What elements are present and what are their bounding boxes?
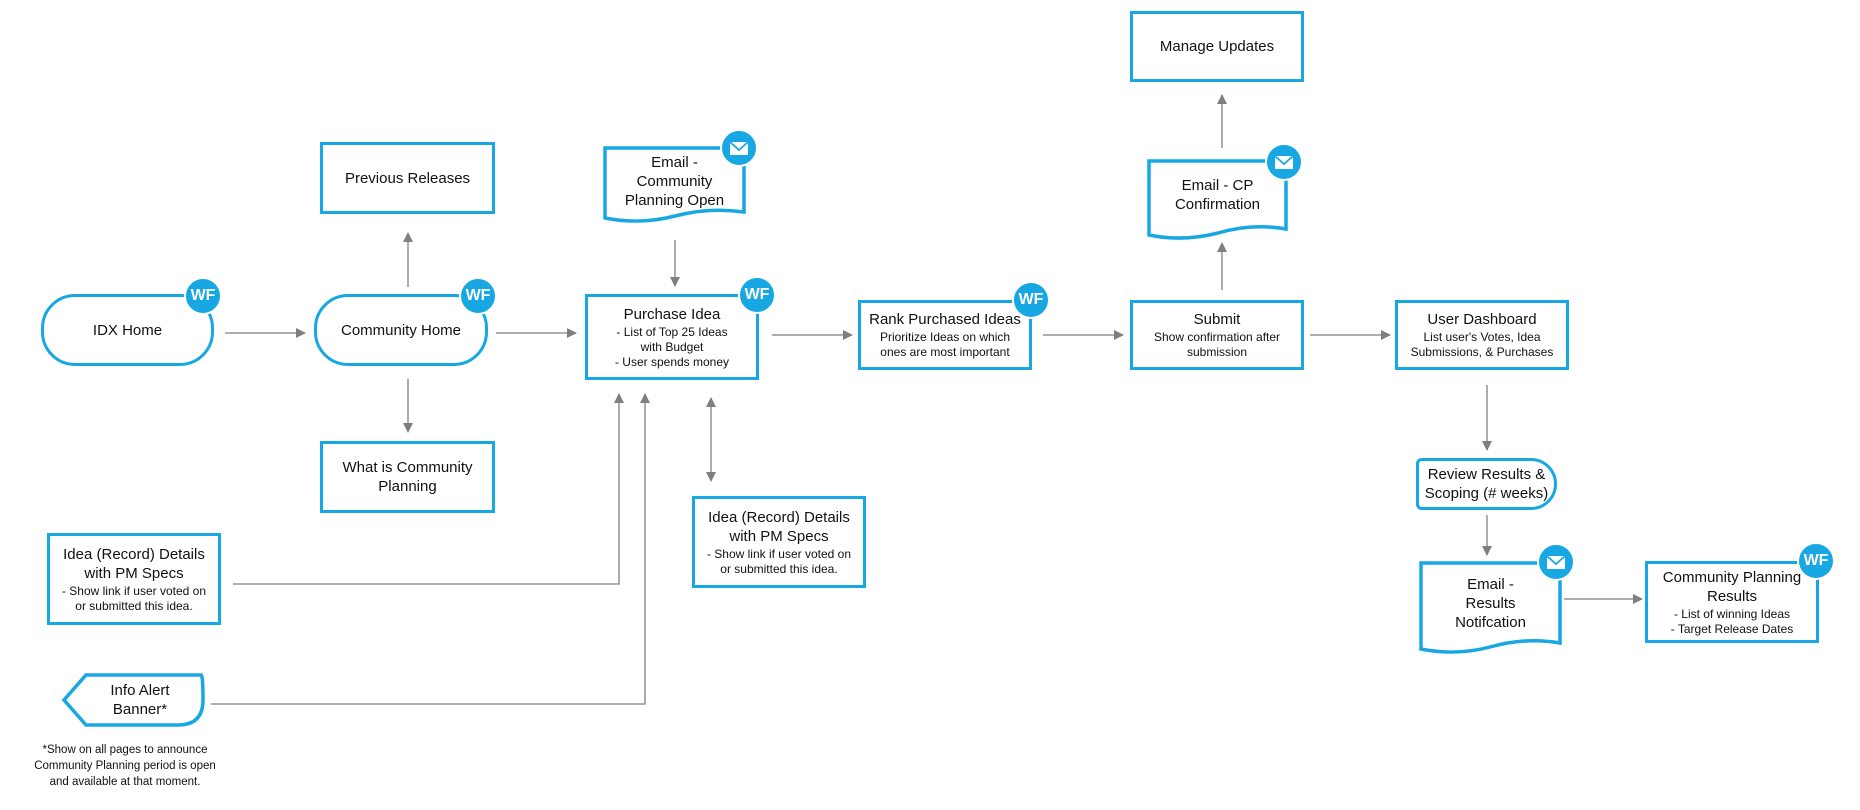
info-alert-note: *Show on all pages to announce Community… [20, 742, 230, 790]
info-alert-title: Info Alert Banner* [110, 682, 170, 718]
wf-badge-icon: WF [459, 277, 497, 315]
wf-badge-label: WF [744, 286, 770, 303]
wf-badge-label: WF [465, 287, 491, 304]
wf-badge-icon: WF [184, 277, 222, 315]
purchase-idea-node: Purchase Idea - List of Top 25 Ideas wit… [585, 294, 759, 380]
wf-badge-icon: WF [738, 276, 776, 314]
idea-details-left-line: - Show link if user voted on [61, 583, 207, 598]
rank-ideas-line: Prioritize Ideas on which [879, 330, 1011, 344]
submit-line: submission [1186, 345, 1248, 359]
email-cp-open-node: Email - Community Planning Open [605, 148, 744, 214]
cp-results-line: - Target Release Dates [1670, 621, 1794, 636]
email-results-node: Email - Results Notifcation [1421, 563, 1560, 643]
idea-details-mid-line: or submitted this idea. [720, 561, 838, 576]
review-results-title: Review Results & Scoping (# weeks) [1424, 466, 1549, 502]
purchase-idea-line: - User spends money [614, 354, 730, 369]
email-cp-open-title: Email - Community Planning Open [624, 153, 725, 209]
email-results-shape [1419, 561, 1562, 654]
idea-details-left-node: Idea (Record) Details with PM Specs - Sh… [47, 533, 221, 625]
arrow-left-details-to-purchase [233, 393, 624, 585]
idea-details-mid-line: - Show link if user voted on [706, 546, 852, 561]
manage-updates-title: Manage Updates [1159, 38, 1275, 55]
idea-details-mid-node: Idea (Record) Details with PM Specs - Sh… [692, 496, 866, 588]
community-home-title: Community Home [340, 321, 462, 339]
purchase-idea-line: with Budget [640, 339, 704, 354]
wf-badge-label: WF [190, 287, 216, 304]
user-dashboard-node: User Dashboard List user's Votes, Idea S… [1395, 300, 1569, 370]
info-alert-node: Info Alert Banner* [80, 675, 200, 725]
idea-details-left-line: or submitted this idea. [75, 598, 193, 613]
previous-releases-node: Previous Releases [320, 142, 495, 214]
wf-badge-icon: WF [1797, 542, 1835, 580]
idx-home-title: IDX Home [92, 321, 163, 339]
previous-releases-title: Previous Releases [344, 169, 471, 187]
cp-results-title: Community Planning Results [1662, 568, 1802, 605]
idea-details-left-title: Idea (Record) Details with PM Specs [63, 545, 205, 582]
email-cp-confirm-shape [1147, 159, 1288, 240]
wf-badge-icon: WF [1012, 281, 1050, 319]
what-is-cp-node: What is Community Planning [320, 441, 495, 513]
submit-node: Submit Show confirmation after submissio… [1130, 300, 1304, 370]
rank-ideas-title: Rank Purchased Ideas [869, 311, 1021, 328]
cp-results-node: Community Planning Results - List of win… [1645, 561, 1819, 643]
submit-title: Submit [1193, 311, 1241, 328]
email-cp-confirm-title: Email - CP Confirmation [1174, 177, 1261, 213]
envelope-icon [1265, 143, 1303, 181]
email-cp-open-shape [603, 146, 746, 223]
cp-results-line: - List of winning Ideas [1673, 606, 1791, 621]
rank-ideas-node: Rank Purchased Ideas Prioritize Ideas on… [858, 300, 1032, 370]
wf-badge-label: WF [1018, 291, 1044, 308]
info-note-line: *Show on all pages to announce [42, 744, 208, 756]
what-is-cp-title: What is Community Planning [342, 459, 473, 495]
arrow-alert-to-purchase [211, 393, 650, 705]
info-note-line: and available at that moment. [49, 776, 201, 788]
info-note-line: Community Planning period is open [34, 760, 216, 772]
wf-badge-label: WF [1803, 552, 1829, 569]
info-alert-shape [61, 673, 205, 727]
manage-updates-node: Manage Updates [1130, 11, 1304, 82]
idea-details-mid-title: Idea (Record) Details with PM Specs [708, 508, 850, 545]
submit-line: Show confirmation after [1153, 330, 1281, 344]
community-home-node: Community Home [314, 294, 488, 366]
idx-home-node: IDX Home [41, 294, 214, 366]
purchase-idea-line: - List of Top 25 Ideas [616, 324, 728, 339]
envelope-icon [1537, 543, 1575, 581]
review-results-node: Review Results & Scoping (# weeks) [1416, 458, 1557, 510]
purchase-idea-title: Purchase Idea [623, 305, 721, 323]
user-dashboard-line: Submissions, & Purchases [1410, 345, 1554, 359]
email-cp-confirm-node: Email - CP Confirmation [1149, 161, 1286, 229]
user-dashboard-title: User Dashboard [1427, 311, 1537, 328]
rank-ideas-line: ones are most important [880, 345, 1010, 359]
user-dashboard-line: List user's Votes, Idea [1423, 330, 1541, 344]
email-results-title: Email - Results Notifcation [1455, 575, 1526, 631]
envelope-icon [720, 129, 758, 167]
